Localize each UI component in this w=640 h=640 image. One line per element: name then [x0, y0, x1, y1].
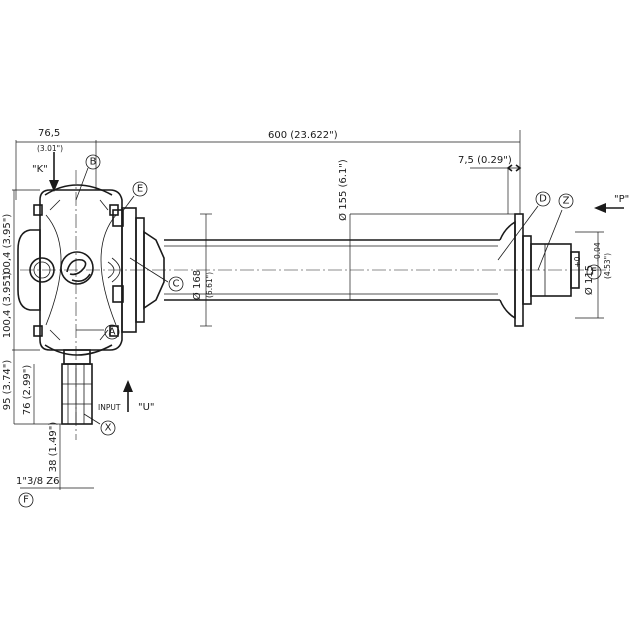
- callout-leaders: [75, 167, 563, 425]
- dim-flange-diameter: Ø 168: [191, 270, 203, 300]
- svg-text:F: F: [591, 267, 597, 278]
- callout-z: Z: [558, 193, 574, 209]
- dim-input-shaft: 76 (2.99"): [22, 365, 33, 416]
- view-p-label: "P": [614, 194, 629, 205]
- view-k-label: "K": [32, 164, 48, 175]
- input-label: INPUT: [98, 403, 121, 412]
- callout-a: A: [104, 324, 120, 340]
- dim-flange-offset: 7,5 (0.29"): [458, 155, 512, 166]
- svg-text:A: A: [109, 327, 116, 338]
- callout-f-spline: F: [18, 492, 34, 508]
- dim-spline: 1"3/8 Z6: [16, 476, 59, 487]
- dim-overall-length: 600 (23.622"): [268, 130, 338, 141]
- left-dimensions: [12, 189, 94, 490]
- view-arrows: [49, 152, 624, 412]
- svg-text:C: C: [173, 279, 180, 290]
- dim-top-left: 76,5: [38, 128, 60, 139]
- housing-flange: [107, 207, 165, 333]
- input-shaft: [61, 349, 93, 425]
- dim-top-left-in: (3.01"): [37, 144, 63, 153]
- svg-text:Z: Z: [563, 196, 570, 207]
- dim-input-stub: 38 (1.49"): [48, 422, 59, 473]
- callout-c: C: [168, 276, 184, 292]
- dim-output-diameter: Ø 115: [583, 265, 595, 295]
- callout-b: B: [85, 154, 101, 170]
- callout-f-output: F: [586, 264, 602, 280]
- diameter-dimensions: [200, 213, 604, 327]
- svg-text:D: D: [539, 194, 547, 205]
- svg-text:E: E: [137, 184, 143, 195]
- dim-output-tol-upper: +0: [573, 256, 582, 267]
- dim-lower-half: 100,4 (3.95"): [2, 272, 13, 339]
- callout-d: D: [535, 191, 551, 207]
- callout-e: E: [132, 181, 148, 197]
- dim-tube-diameter: Ø 155 (6.1"): [337, 159, 349, 221]
- dim-input-height: 95 (3.74"): [2, 360, 13, 411]
- callout-x: X: [100, 420, 116, 436]
- svg-text:X: X: [105, 423, 112, 434]
- svg-text:B: B: [90, 157, 97, 168]
- dim-output-tol-lower: -0.04: [593, 242, 602, 262]
- svg-text:F: F: [23, 495, 29, 506]
- output-flange: [514, 213, 580, 327]
- dim-upper-half: 100,4 (3.95"): [2, 214, 13, 281]
- dim-output-diameter-in: (4.53"): [603, 253, 612, 279]
- top-dimensions: [15, 130, 522, 214]
- brand-logo-icon: [60, 251, 94, 285]
- view-u-label: "U": [138, 402, 155, 413]
- dim-flange-diameter-in: (6.61"): [205, 272, 214, 298]
